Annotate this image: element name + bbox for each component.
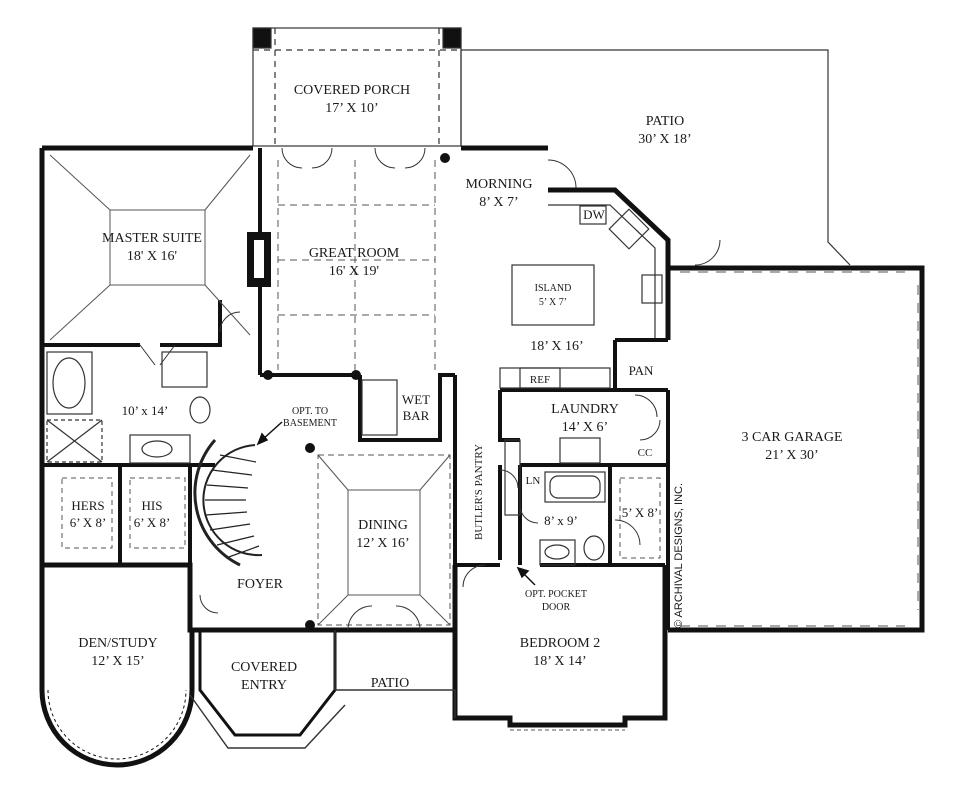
master-suite-name: MASTER SUITE — [102, 231, 202, 246]
ln-label: LN — [526, 475, 541, 487]
hers-name: HERS — [71, 498, 104, 513]
fireplace — [247, 232, 271, 287]
dw-label: DW — [583, 207, 605, 222]
room-labels: COVERED PORCH 17’ X 10’ PATIO 30’ X 18’ … — [70, 83, 843, 693]
his-size: 6’ X 8’ — [134, 515, 171, 530]
interior-walls — [42, 148, 670, 630]
covered-entry-line2: ENTRY — [241, 678, 287, 693]
columns — [263, 153, 450, 630]
pocket-door-line2: DOOR — [542, 602, 571, 613]
island-name: ISLAND — [535, 283, 572, 294]
garage-size: 21’ X 30’ — [765, 448, 818, 463]
bath2-fixtures — [504, 437, 606, 566]
butlers-pantry-label: BUTLER'S PANTRY — [473, 444, 485, 540]
closets — [61, 477, 661, 559]
his-name: HIS — [142, 498, 163, 513]
copyright-credit: © ARCHIVAL DESIGNS, INC. — [673, 483, 685, 628]
covered-porch-size: 17’ X 10’ — [325, 101, 378, 116]
foyer-label: FOYER — [237, 577, 284, 592]
den-name: DEN/STUDY — [78, 636, 157, 651]
morning-name: MORNING — [466, 177, 533, 192]
covered-entry — [189, 630, 456, 749]
exterior-walls — [39, 145, 925, 728]
laundry-size: 14’ X 6’ — [562, 420, 608, 435]
wet-bar-line1: WET — [402, 392, 430, 407]
kitchen-fixtures — [361, 204, 663, 436]
island-size: 5’ X 7’ — [539, 297, 567, 308]
rear-patio — [460, 49, 851, 266]
wet-bar-line2: BAR — [403, 408, 430, 423]
master-bath-fixtures — [46, 351, 211, 464]
dining-ceiling — [317, 454, 451, 626]
garage-name: 3 CAR GARAGE — [741, 430, 842, 445]
closet2-size: 5’ X 8’ — [622, 505, 659, 520]
covered-porch-name: COVERED PORCH — [294, 83, 410, 98]
bedroom2-name: BEDROOM 2 — [520, 636, 601, 651]
dining-size: 12’ X 16’ — [356, 536, 409, 551]
great-room-size: 16' X 19' — [329, 264, 379, 279]
pocket-door-arrow — [516, 566, 536, 586]
bedroom2-size: 18’ X 14’ — [533, 654, 586, 669]
pan-label: PAN — [629, 363, 654, 378]
basement-arrow — [256, 421, 283, 446]
master-bath-size: 10’ x 14’ — [122, 403, 169, 418]
kitchen-size: 18’ X 16’ — [530, 339, 583, 354]
doors — [139, 147, 721, 631]
den-bay — [39, 565, 195, 768]
opt-basement-line2: BASEMENT — [283, 418, 337, 429]
covered-porch — [252, 27, 462, 147]
master-suite-size: 18' X 16' — [127, 249, 177, 264]
garage-doors — [680, 271, 919, 627]
master-ceiling — [49, 154, 251, 341]
den-size: 12’ X 15’ — [91, 654, 144, 669]
staircase — [193, 439, 263, 567]
bath2-size: 8’ x 9’ — [544, 513, 578, 528]
ref-label: REF — [530, 374, 550, 386]
cc-label: CC — [638, 447, 653, 459]
front-patio-label: PATIO — [371, 676, 409, 691]
dining-name: DINING — [358, 518, 408, 533]
laundry-name: LAUNDRY — [551, 402, 619, 417]
opt-basement-line1: OPT. TO — [292, 406, 328, 417]
great-room-ceiling — [277, 160, 436, 370]
hers-size: 6’ X 8’ — [70, 515, 107, 530]
morning-size: 8’ X 7’ — [479, 195, 518, 210]
rear-patio-name: PATIO — [646, 114, 684, 129]
pocket-door-line1: OPT. POCKET — [525, 589, 587, 600]
great-room-name: GREAT ROOM — [309, 246, 400, 261]
covered-entry-line1: COVERED — [231, 660, 297, 675]
rear-patio-size: 30’ X 18’ — [638, 132, 691, 147]
